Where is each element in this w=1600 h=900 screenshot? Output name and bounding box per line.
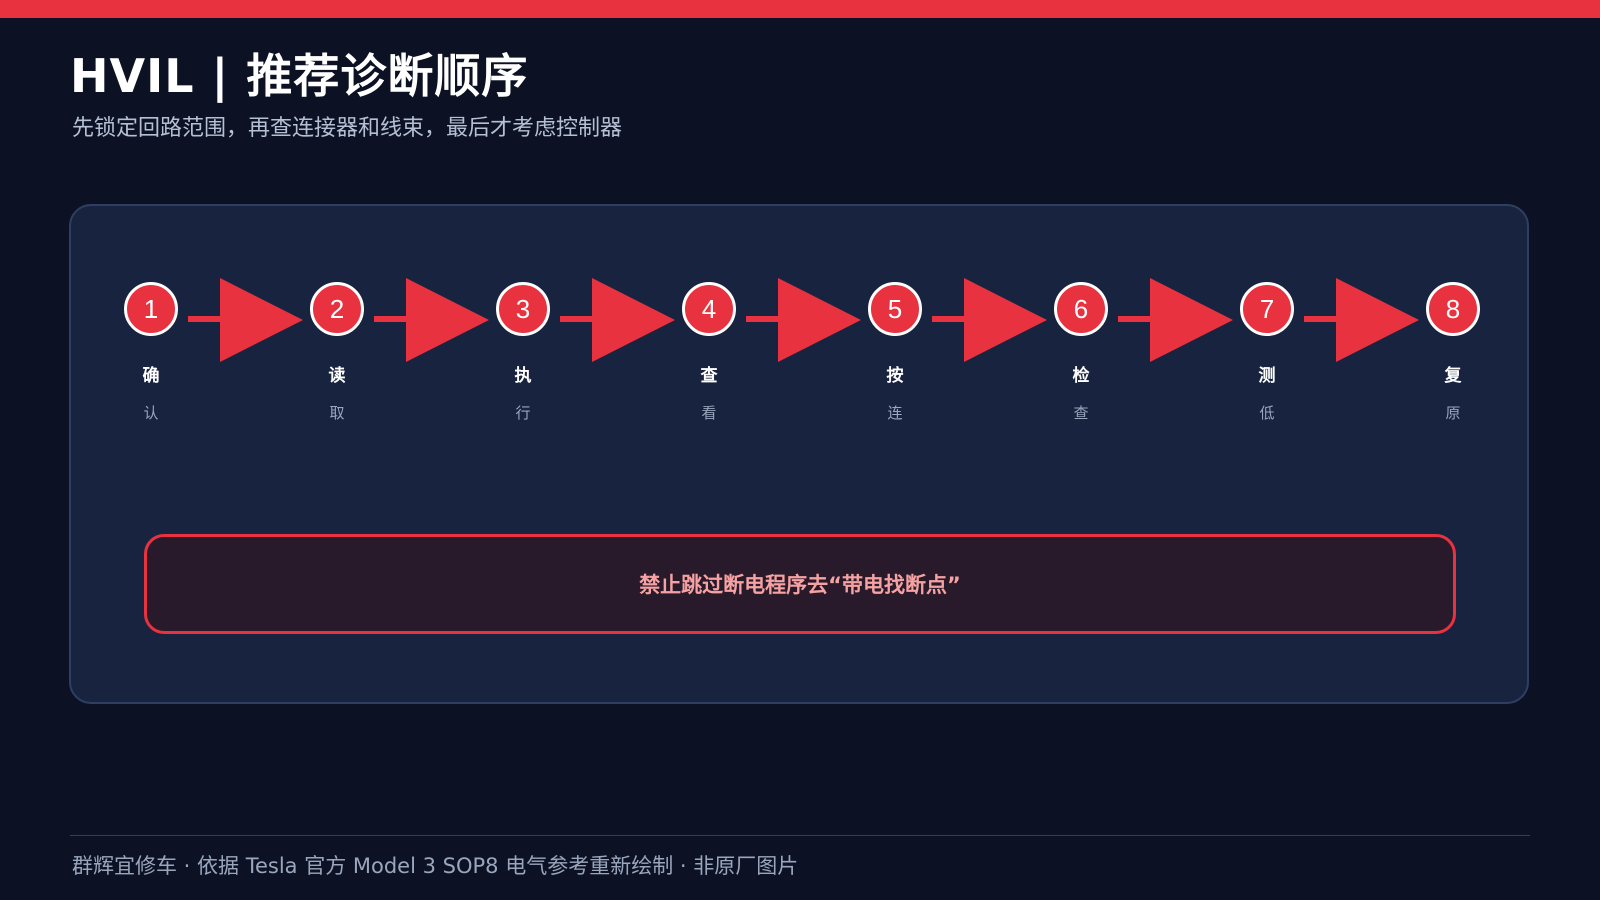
step-sublabel: 查 xyxy=(1073,404,1089,422)
step-number-badge: 8 xyxy=(1426,282,1480,336)
step-sublabel: 原 xyxy=(1445,404,1461,422)
step-label: 复 xyxy=(1444,366,1462,386)
step-label: 测 xyxy=(1258,366,1276,386)
arrow-right-icon xyxy=(560,278,675,362)
arrow-right-icon xyxy=(374,278,489,362)
top-accent-bar xyxy=(0,0,1600,18)
step-number-badge: 2 xyxy=(310,282,364,336)
step-label: 执 xyxy=(514,366,532,386)
step-number-badge: 6 xyxy=(1054,282,1108,336)
arrow-right-icon xyxy=(746,278,861,362)
page-subtitle: 先锁定回路范围，再查连接器和线束，最后才考虑控制器 xyxy=(72,116,623,141)
step-2: 2 读 取 xyxy=(307,282,367,422)
page-title: HVIL | 推荐诊断顺序 xyxy=(70,49,529,103)
arrow-right-icon xyxy=(1304,278,1419,362)
step-label: 确 xyxy=(142,366,160,386)
arrow-right-icon xyxy=(932,278,1047,362)
arrow-right-icon xyxy=(1118,278,1233,362)
step-number-badge: 4 xyxy=(682,282,736,336)
step-label: 检 xyxy=(1072,366,1090,386)
step-6: 6 检 查 xyxy=(1051,282,1111,422)
step-sublabel: 看 xyxy=(701,404,717,422)
arrow-right-icon xyxy=(188,278,303,362)
step-number-badge: 5 xyxy=(868,282,922,336)
step-number-badge: 3 xyxy=(496,282,550,336)
step-3: 3 执 行 xyxy=(493,282,553,422)
step-sublabel: 认 xyxy=(143,404,159,422)
step-label: 读 xyxy=(328,366,346,386)
step-5: 5 按 连 xyxy=(865,282,925,422)
step-4: 4 查 看 xyxy=(679,282,739,422)
step-label: 查 xyxy=(700,366,718,386)
step-7: 7 测 低 xyxy=(1237,282,1297,422)
step-number-badge: 7 xyxy=(1240,282,1294,336)
step-number-badge: 1 xyxy=(124,282,178,336)
step-sublabel: 取 xyxy=(329,404,345,422)
step-sublabel: 低 xyxy=(1259,404,1275,422)
step-1: 1 确 认 xyxy=(121,282,181,422)
step-8: 8 复 原 xyxy=(1423,282,1483,422)
step-label: 按 xyxy=(886,366,904,386)
footer-divider xyxy=(70,835,1530,836)
warning-text: 禁止跳过断电程序去“带电找断点” xyxy=(639,573,961,597)
footer-credit: 群辉宜修车 · 依据 Tesla 官方 Model 3 SOP8 电气参考重新绘… xyxy=(72,854,799,878)
step-sublabel: 行 xyxy=(515,404,531,422)
warning-box: 禁止跳过断电程序去“带电找断点” xyxy=(144,534,1456,634)
step-sublabel: 连 xyxy=(887,404,903,422)
